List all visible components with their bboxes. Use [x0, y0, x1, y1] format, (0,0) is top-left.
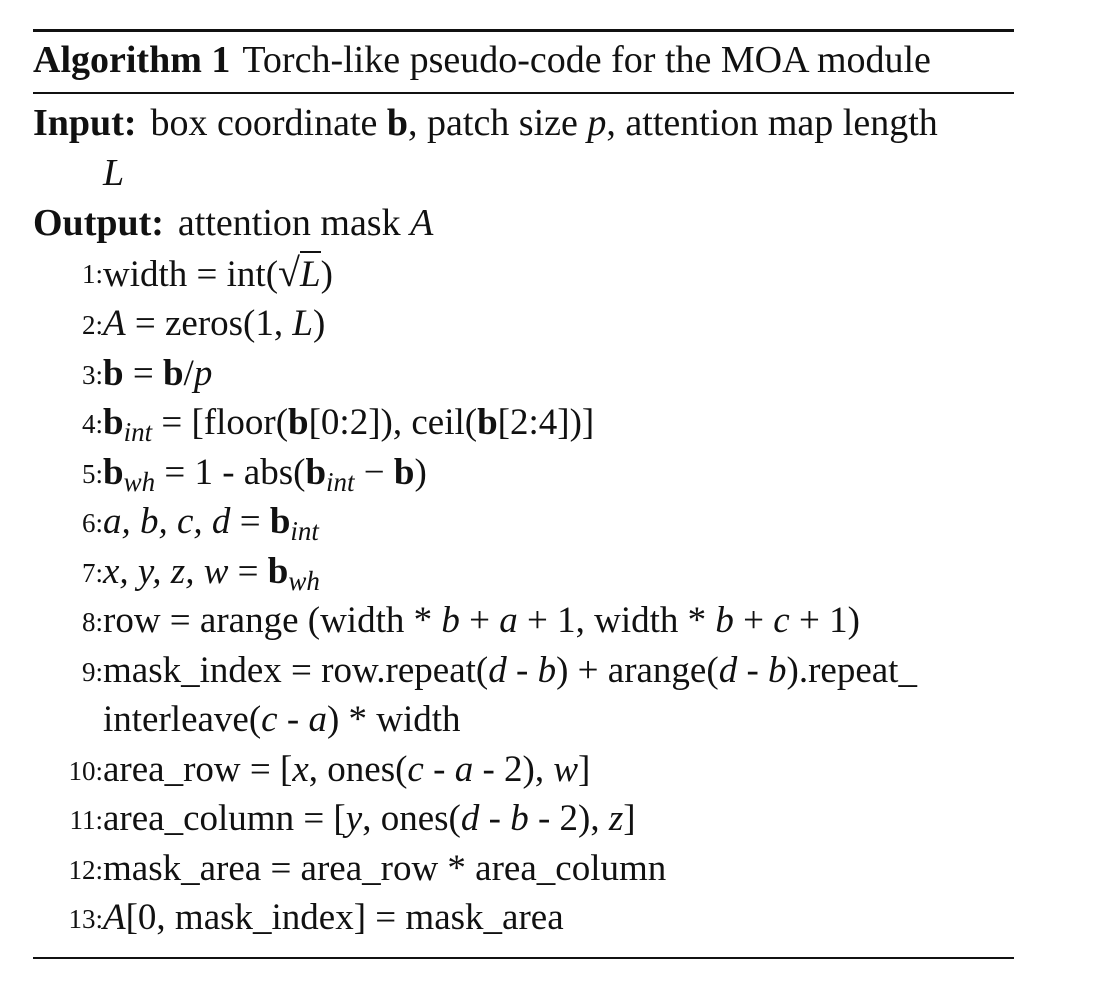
line-number: 7: — [81, 557, 103, 588]
line-number: 5: — [81, 458, 103, 489]
input-text-continued: L — [103, 151, 125, 194]
caption-text: Torch-like pseudo-code for the MOA modul… — [242, 39, 931, 81]
algo-line-11: 11:area_column = [y, ones(d - b - 2), z] — [33, 794, 1014, 844]
algorithm-block: Algorithm 1 Torch-like pseudo-code for th… — [33, 29, 1014, 959]
algo-line-5: 5:bwh = 1 - abs(bint − b) — [33, 448, 1014, 498]
algo-line-3: 3:b = b/p — [33, 349, 1014, 399]
input-label: Input: — [33, 101, 137, 144]
algo-line-6: 6:a, b, c, d = bint — [33, 497, 1014, 547]
algorithm-caption: Algorithm 1 Torch-like pseudo-code for th… — [33, 36, 1014, 84]
algo-line-8: 8:row = arange (width * b + a + 1, width… — [33, 596, 1014, 646]
line-number: 10: — [68, 755, 103, 786]
caption-label: Algorithm 1 — [33, 39, 231, 81]
caption-rule — [33, 92, 1014, 94]
algo-line-10: 10:area_row = [x, ones(c - a - 2), w] — [33, 745, 1014, 795]
output-label: Output: — [33, 201, 164, 244]
line-number: 9: — [81, 656, 103, 687]
line-number: 13: — [68, 904, 103, 934]
algo-line-9-continued: interleave(c - a) * width — [103, 699, 461, 740]
algo-line-4: 4:bint = [floor(b[0:2]), ceil(b[2:4])] — [33, 398, 1014, 448]
algo-line-2: 2:A = zeros(1, L) — [33, 299, 1014, 349]
algo-line-9: 9:mask_index = row.repeat(d - b) + arang… — [33, 646, 1014, 745]
line-number: 12: — [68, 854, 103, 885]
input-text: box coordinate b, patch size p, attentio… — [150, 101, 938, 144]
output-text: attention mask A — [177, 201, 434, 244]
output-spec: Output: attention mask A — [33, 198, 1014, 248]
line-number: 6: — [81, 508, 103, 538]
line-number: 8: — [81, 607, 103, 637]
line-number: 3: — [81, 359, 103, 390]
line-number: 11: — [69, 805, 104, 835]
top-rule — [33, 29, 1014, 32]
algo-line-12: 12:mask_area = area_row * area_column — [33, 844, 1014, 894]
algo-line-13: 13:A[0, mask_index] = mask_area — [33, 893, 1014, 943]
algo-line-7: 7:x, y, z, w = bwh — [33, 547, 1014, 597]
input-spec: Input: box coordinate b, patch size p, at… — [33, 98, 1014, 198]
line-number: 1: — [81, 258, 103, 289]
line-number: 2: — [81, 310, 103, 340]
algo-line-1: 1:width = int(√L) — [33, 248, 1014, 300]
bottom-rule — [33, 956, 1014, 959]
line-number: 4: — [81, 409, 103, 439]
